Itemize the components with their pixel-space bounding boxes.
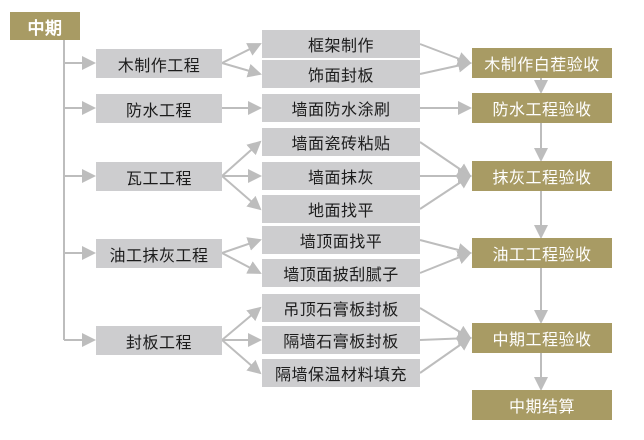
root-node: 中期 [10, 12, 80, 40]
phase-boarding: 封板工程 [96, 326, 222, 355]
task-putty-scraping: 墙顶面披刮腻子 [262, 259, 420, 287]
task-ceiling-gypsum-board: 吊顶石膏板封板 [262, 294, 420, 322]
task-wall-ceiling-leveling: 墙顶面找平 [262, 226, 420, 254]
phase-tiling: 瓦工工程 [96, 162, 222, 191]
phase-painting-plastering: 油工抹灰工程 [96, 239, 222, 268]
accept-plastering: 抹灰工程验收 [472, 161, 612, 191]
task-wall-tile: 墙面瓷砖粘贴 [262, 128, 420, 156]
task-wall-plaster: 墙面抹灰 [262, 162, 420, 190]
task-frame-making: 框架制作 [262, 30, 420, 58]
phase-waterproofing: 防水工程 [96, 94, 222, 123]
accept-painting: 油工工程验收 [472, 238, 612, 268]
task-partition-gypsum-board: 隔墙石膏板封板 [262, 326, 420, 354]
task-floor-leveling: 地面找平 [262, 195, 420, 223]
accept-midterm: 中期工程验收 [472, 323, 612, 353]
accept-carpentry-raw: 木制作白茬验收 [472, 48, 612, 78]
task-wall-waterproof-coating: 墙面防水涂刷 [262, 94, 420, 122]
task-partition-insulation-fill: 隔墙保温材料填充 [262, 359, 420, 387]
midterm-settlement: 中期结算 [472, 390, 612, 420]
accept-waterproofing: 防水工程验收 [472, 93, 612, 123]
phase-carpentry: 木制作工程 [96, 49, 222, 78]
task-veneer-boarding: 饰面封板 [262, 60, 420, 88]
